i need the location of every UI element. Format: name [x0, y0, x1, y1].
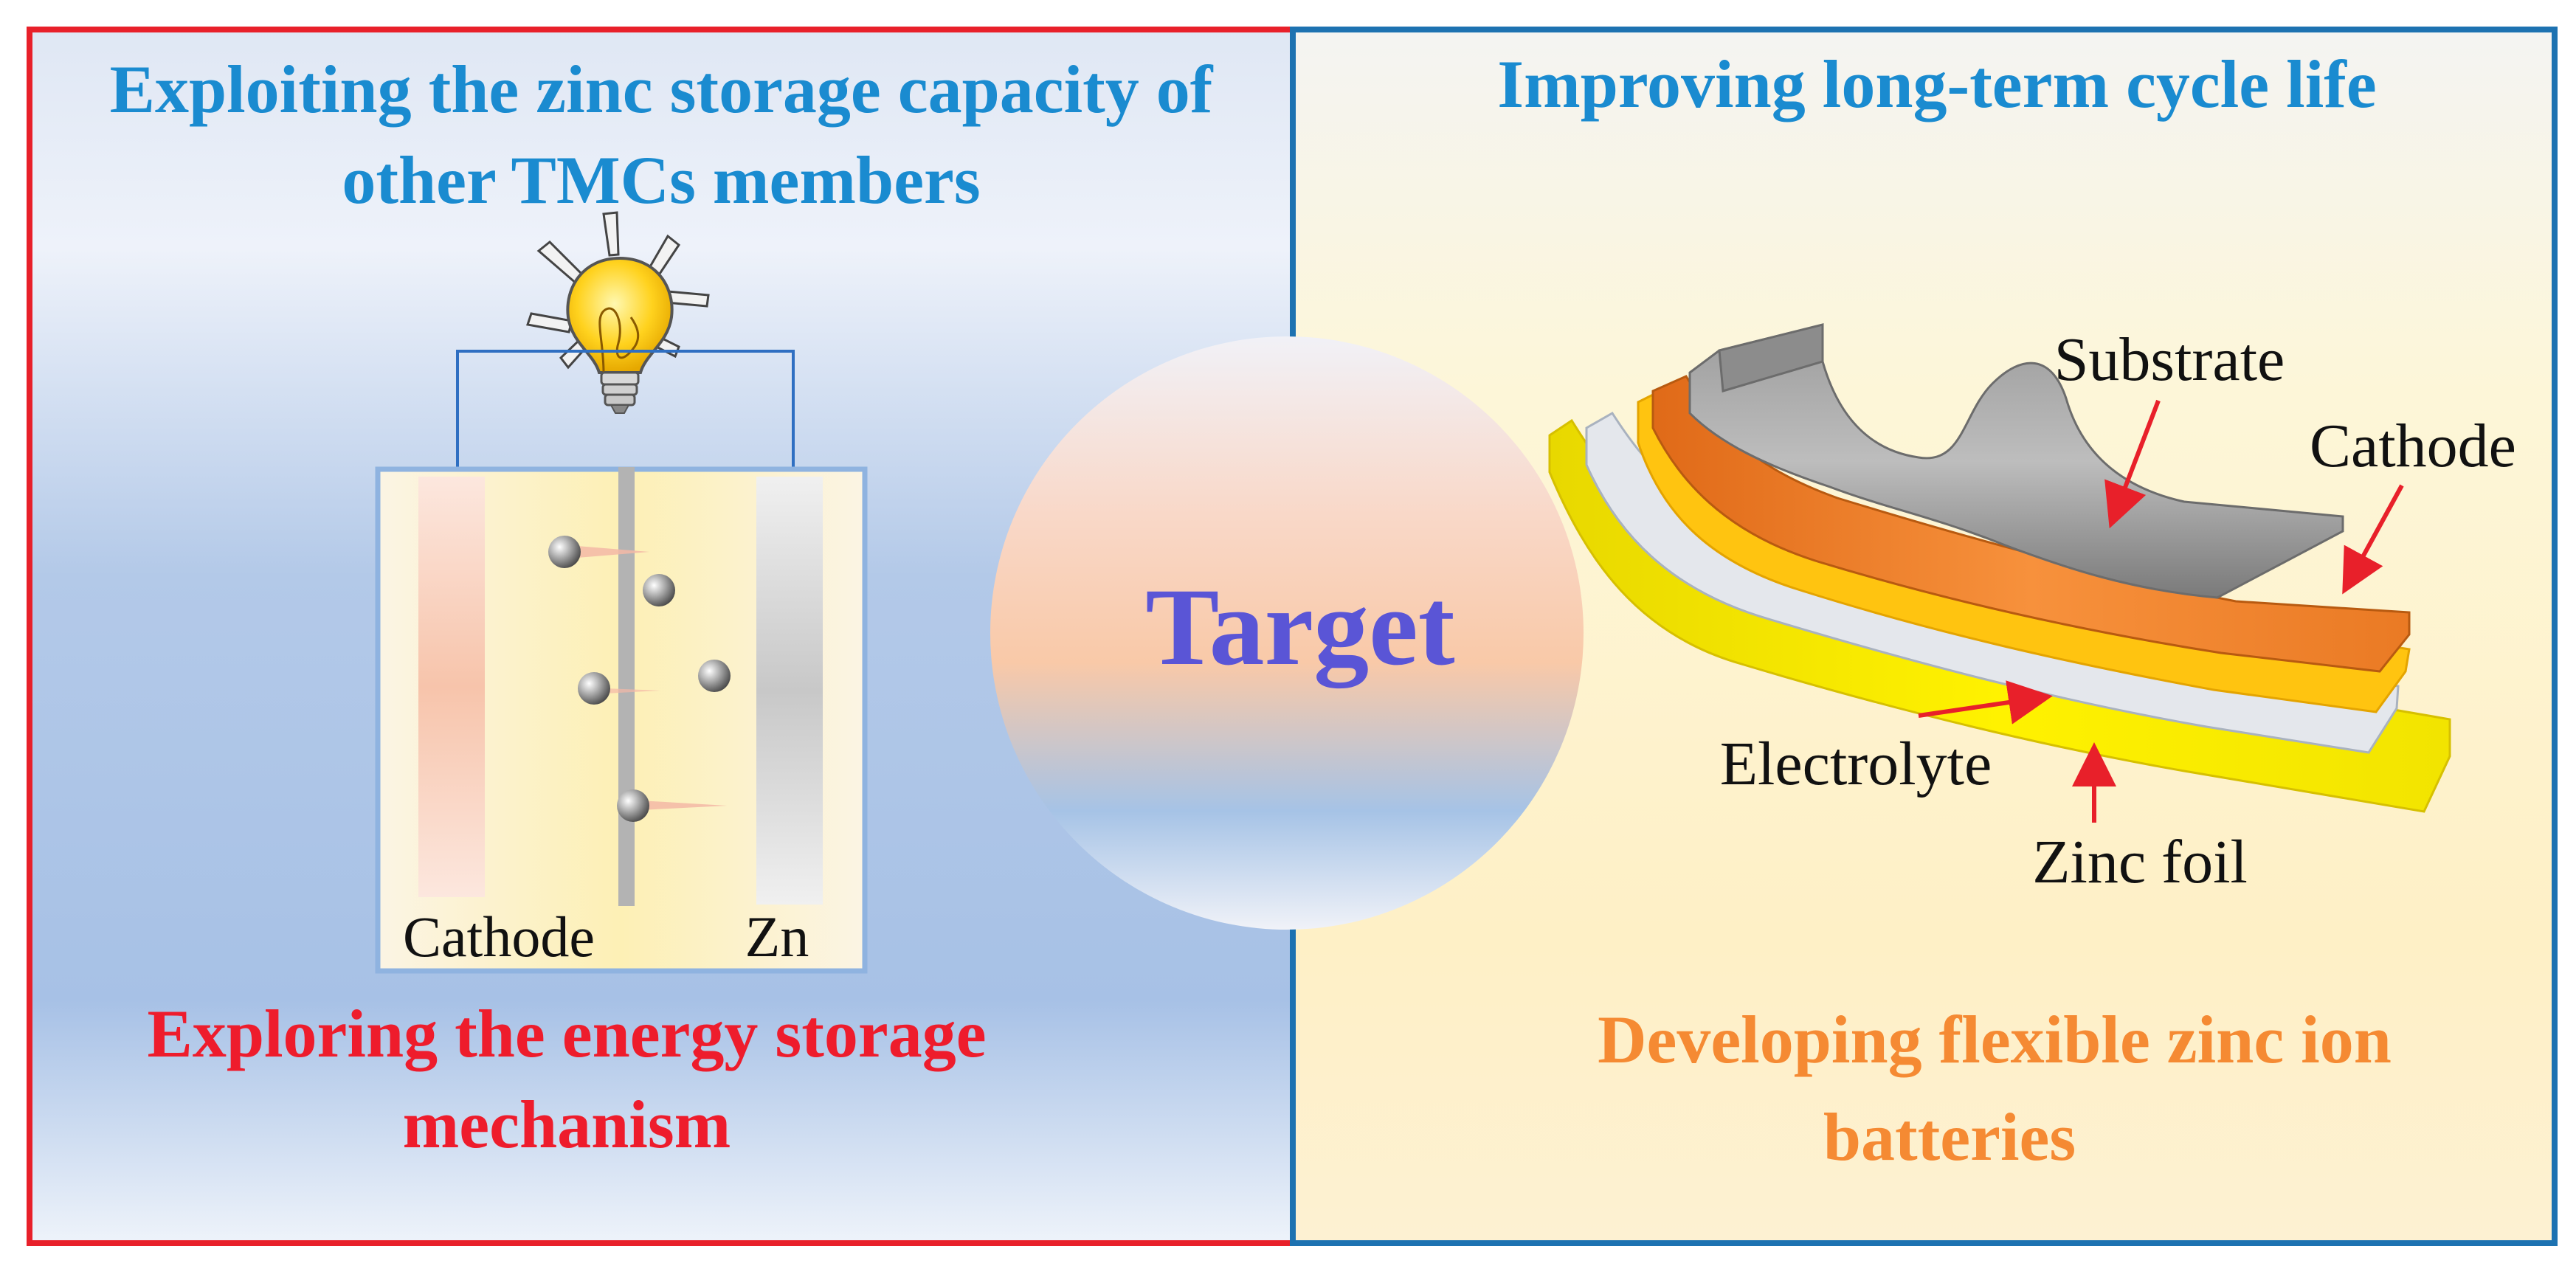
zinc-electrode — [756, 477, 823, 905]
arrow-electrolyte — [1918, 680, 2053, 725]
zinc-ion — [643, 574, 675, 606]
cathode-electrode — [418, 477, 485, 897]
separator — [618, 467, 635, 906]
left-bottom-title-line2: mechanism — [403, 1087, 731, 1162]
battery-cell-diagram: Cathode Zn — [375, 466, 868, 974]
flexible-battery-layers — [1548, 323, 2451, 813]
right-bottom-title-line1: Developing flexible zinc ion — [1598, 1002, 2392, 1077]
cell-cathode-label: Cathode — [403, 905, 595, 969]
target-label: Target — [1145, 566, 1454, 688]
zinc-ion — [548, 536, 581, 568]
light-bulb-icon — [526, 211, 710, 414]
zinc-ion — [698, 660, 731, 692]
left-top-title-line1: Exploiting the zinc storage capacity of — [110, 52, 1214, 127]
left-top-title-line2: other TMCs members — [342, 142, 980, 218]
arrow-substrate — [2104, 399, 2161, 529]
right-top-title: Improving long-term cycle life — [1497, 46, 2376, 122]
arrow-cathode — [2342, 484, 2404, 595]
label-cathode: Cathode — [2310, 412, 2516, 480]
zinc-ion — [617, 789, 649, 822]
left-bottom-title-line1: Exploring the energy storage — [147, 996, 986, 1071]
cell-zn-label: Zn — [745, 905, 809, 969]
target-circle: Target — [990, 336, 1584, 930]
label-substrate: Substrate — [2054, 325, 2285, 394]
label-zinc-foil: Zinc foil — [2032, 828, 2248, 896]
cathode-layer — [1651, 375, 2411, 673]
right-bottom-title-line2: batteries — [1823, 1099, 2076, 1175]
zinc-ion — [578, 672, 610, 705]
label-electrolyte: Electrolyte — [1720, 730, 1992, 798]
